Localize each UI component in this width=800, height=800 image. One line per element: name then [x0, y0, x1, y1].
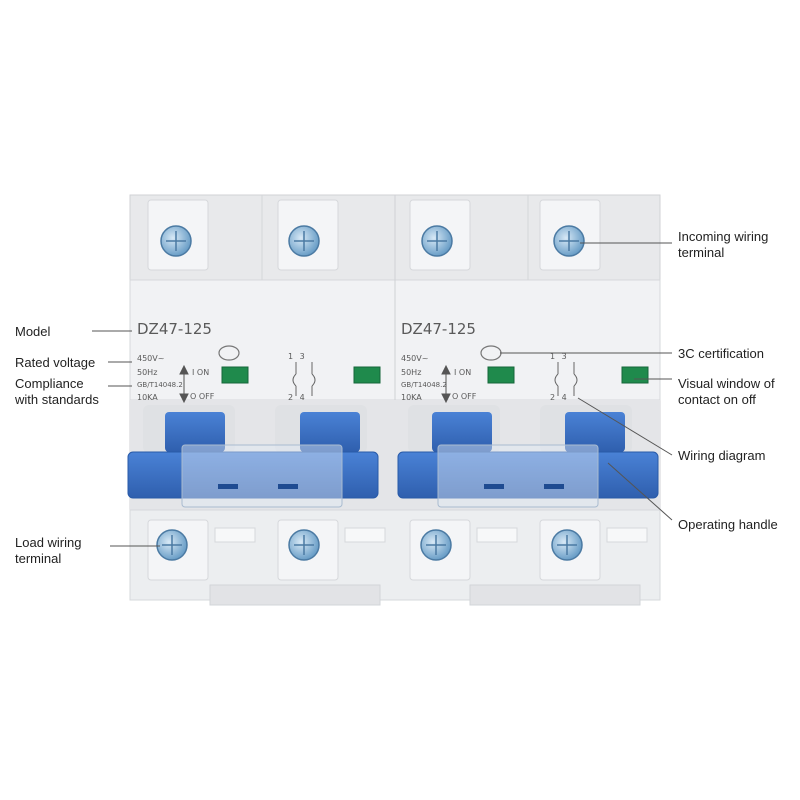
wiring-diagram-icons [292, 362, 578, 396]
on-off-arrow-icons [179, 364, 451, 404]
standard-right: GB/T14048.2 [401, 381, 447, 389]
contact-windows [221, 366, 649, 384]
capacity-left: 10KA [137, 393, 158, 402]
diagram-bottom-right: 2 4 [550, 393, 569, 402]
model-label-right: DZ47-125 [401, 320, 476, 338]
on-label-left: I ON [192, 368, 210, 377]
diagram-top-left: 1 3 [288, 352, 307, 361]
standard-left: GB/T14048.2 [137, 381, 183, 389]
operating-handle[interactable] [127, 444, 659, 508]
diagram-bottom-left: 2 4 [288, 393, 307, 402]
callout-compliance: Compliance with standards [15, 376, 99, 407]
callout-wiring-diagram: Wiring diagram [678, 448, 766, 463]
leader-lines [92, 242, 673, 547]
capacity-right: 10KA [401, 393, 422, 402]
frequency-left: 50Hz [137, 368, 158, 377]
rated-voltage-left: 450V~ [137, 354, 165, 363]
callout-incoming-terminal: Incoming wiring terminal [678, 229, 769, 260]
rated-voltage-right: 450V~ [401, 354, 429, 363]
frequency-right: 50Hz [401, 368, 422, 377]
callout-operating-handle: Operating handle [678, 517, 778, 532]
callout-model: Model [15, 324, 51, 339]
screw-icons [156, 225, 585, 561]
diagram-top-right: 1 3 [550, 352, 569, 361]
callout-visual-window: Visual window of contact on off [678, 376, 775, 407]
callout-load-terminal: Load wiring terminal [15, 535, 82, 566]
callout-rated-voltage: Rated voltage [15, 355, 96, 370]
off-label-right: O OFF [452, 392, 477, 401]
callout-3c-cert: 3C certification [678, 346, 764, 361]
model-label-left: DZ47-125 [137, 320, 212, 338]
off-label-left: O OFF [190, 392, 215, 401]
on-label-right: I ON [454, 368, 472, 377]
handle-levers [165, 412, 625, 452]
